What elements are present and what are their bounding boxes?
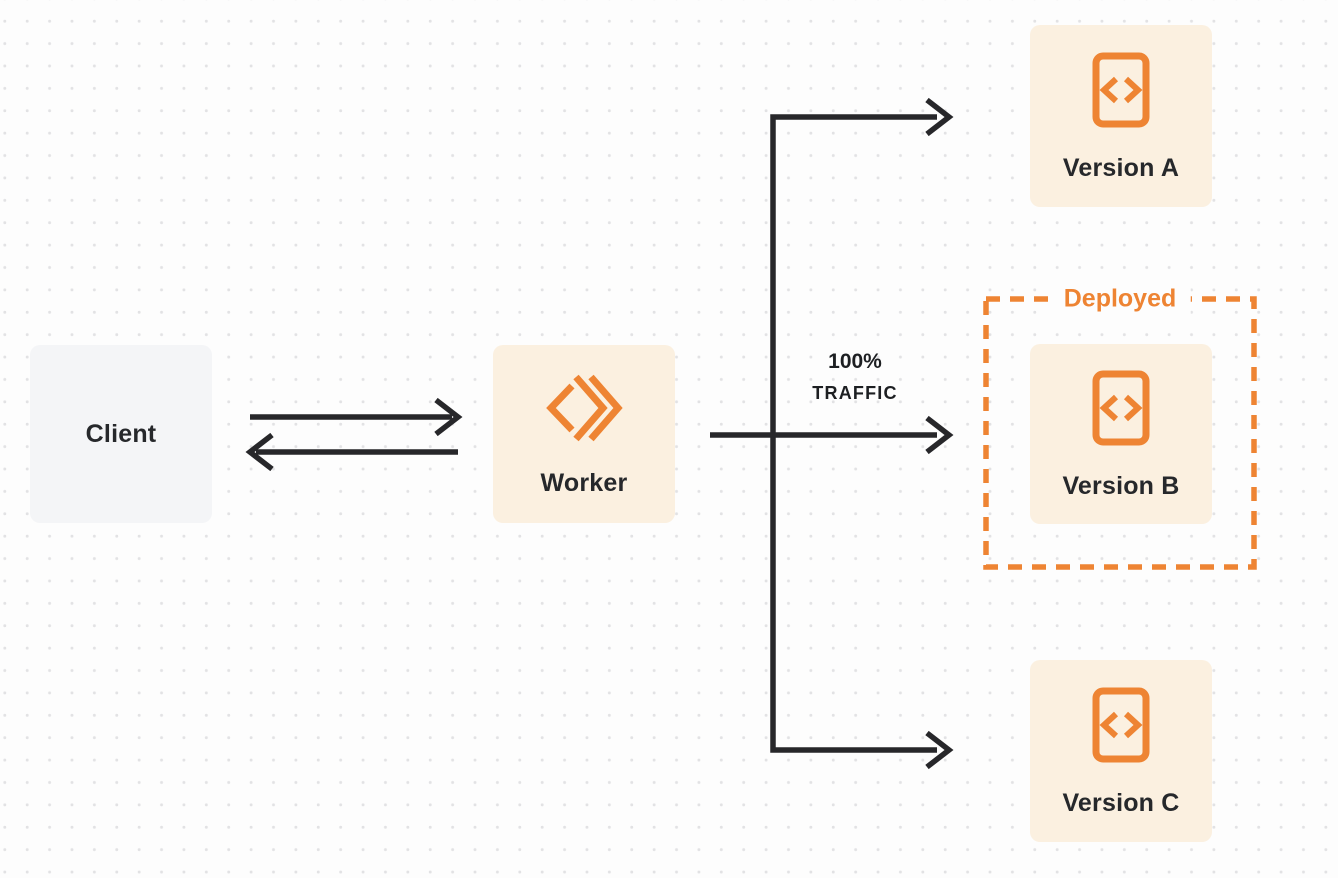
- node-client-label: Client: [85, 419, 157, 448]
- node-version-a-label: Version A: [1062, 153, 1180, 182]
- arrowhead-version-c-icon: [925, 730, 954, 770]
- arrowhead-version-a-icon: [925, 97, 954, 137]
- node-version-a: Version A: [1030, 25, 1212, 207]
- code-document-icon: [1091, 52, 1151, 128]
- arrowhead-version-b-icon: [925, 415, 954, 455]
- node-client: Client: [30, 345, 212, 523]
- node-version-b-label: Version B: [1062, 471, 1180, 500]
- code-document-icon: [1091, 370, 1151, 446]
- workers-logo-icon: [545, 373, 623, 443]
- traffic-word: TRAFFIC: [812, 383, 898, 403]
- node-version-c-label: Version C: [1062, 788, 1180, 817]
- node-version-b: Version B: [1030, 344, 1212, 524]
- traffic-label: 100% TRAFFIC: [790, 351, 920, 402]
- arrowhead-right-icon: [434, 397, 463, 437]
- node-worker-label: Worker: [540, 468, 628, 497]
- node-worker: Worker: [493, 345, 675, 523]
- node-version-c: Version C: [1030, 660, 1212, 842]
- deployed-group-label: Deployed: [1049, 283, 1191, 315]
- code-document-icon: [1091, 687, 1151, 763]
- traffic-percent: 100%: [828, 350, 882, 373]
- arrowhead-left-icon: [245, 432, 274, 472]
